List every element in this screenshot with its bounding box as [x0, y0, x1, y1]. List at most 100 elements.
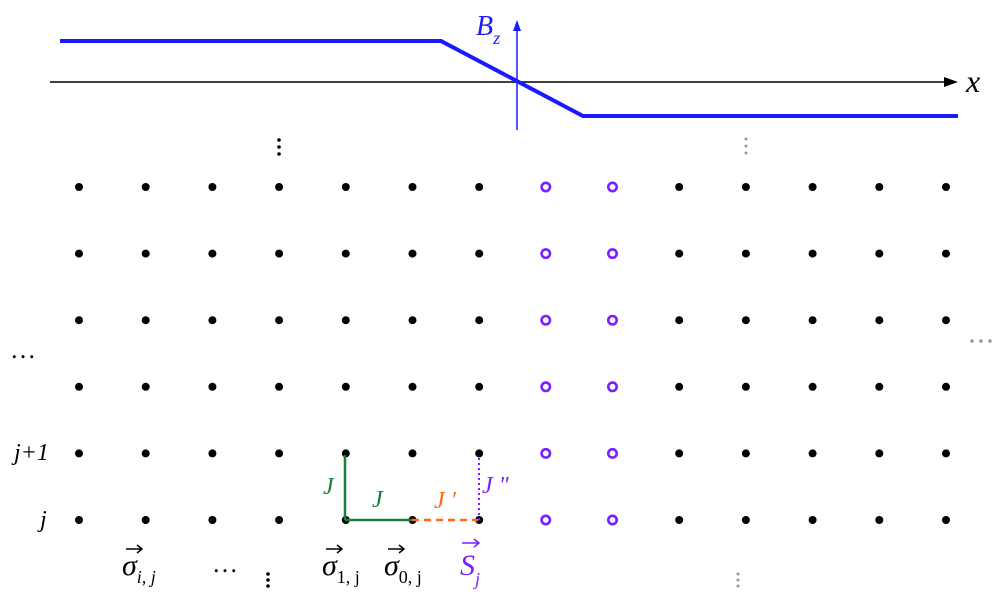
special-site: [540, 181, 552, 193]
vertical-ellipsis-top-left-dot: [277, 145, 281, 149]
lattice-site: [275, 249, 284, 258]
sigma-0-j-sub: 0, j: [399, 567, 422, 587]
lattice-site: [675, 183, 684, 191]
lattice-site: [208, 183, 217, 191]
lattice-site: [141, 183, 150, 191]
vertical-ellipsis-top-right-dot: [744, 151, 748, 155]
sigma-i-j-vector-arrow: [126, 544, 144, 554]
lattice-site: [875, 449, 884, 458]
lattice-site: [141, 516, 150, 524]
lattice-site: [141, 449, 150, 458]
label-J-prime: J ': [434, 488, 457, 514]
lattice-site: [875, 249, 884, 258]
lattice-site: [741, 249, 750, 258]
bz-profile-line: [60, 39, 958, 118]
S-j-sub: j: [473, 569, 480, 589]
vertical-ellipsis-bottom-right-dot: [736, 578, 740, 582]
vertical-ellipsis-bottom-left-dot: [266, 578, 270, 582]
lattice-site: [141, 316, 150, 325]
lattice-site: [808, 183, 817, 191]
lattice-site: [942, 382, 950, 391]
lattice-site: [275, 183, 284, 191]
sigma-1-j-label: σ1, j: [322, 549, 360, 587]
ellipsis-right-dot: [970, 339, 974, 343]
lattice-site: [475, 249, 484, 258]
lattice-site: [275, 516, 284, 524]
special-site: [606, 181, 618, 193]
lattice-site: [875, 183, 884, 191]
lattice-site: [741, 516, 750, 524]
x-axis-arrowhead: [944, 77, 958, 87]
special-site: [540, 447, 552, 459]
lattice-site: [808, 449, 817, 458]
lattice-site: [408, 382, 417, 391]
ellipses: … …: [10, 137, 992, 588]
lattice-site: [875, 516, 884, 524]
special-site: [540, 314, 552, 326]
lattice-site: [275, 382, 284, 391]
vertical-ellipsis-top-left-dot: [277, 152, 281, 156]
lattice-sites: [75, 181, 950, 526]
special-site: [606, 514, 618, 526]
special-site: [606, 314, 618, 326]
lattice-site: [208, 316, 217, 325]
lattice-site: [75, 516, 83, 524]
lattice-site: [675, 316, 684, 325]
lattice-site: [808, 516, 817, 524]
lattice-site: [208, 382, 217, 391]
label-J-horizontal: J: [372, 487, 384, 513]
lattice-site: [741, 382, 750, 391]
lattice-site: [75, 183, 83, 191]
special-site: [540, 248, 552, 260]
lattice-site: [875, 316, 884, 325]
vertical-ellipsis-bottom-right-dot: [736, 584, 740, 588]
special-site: [606, 248, 618, 260]
lattice-site: [275, 316, 284, 325]
S-j-vector-arrow: [462, 538, 481, 548]
S-j-label: Sj: [460, 549, 480, 589]
sigma-0-j-label: σ0, j: [384, 549, 422, 587]
lattice-site: [942, 249, 950, 258]
lattice-site: [942, 449, 950, 458]
S-j-main: S: [460, 549, 475, 582]
lattice-site: [675, 382, 684, 391]
vertical-ellipsis-bottom-left-dot: [266, 572, 270, 576]
lattice-site: [942, 316, 950, 325]
row-label-j: j: [37, 507, 47, 533]
lattice-site: [942, 183, 950, 191]
lattice-site: [341, 316, 350, 325]
lattice-site: [408, 449, 417, 458]
bz-label: Bz: [476, 11, 500, 48]
row-label-j-plus-1: j+1: [11, 440, 49, 466]
lattice-site: [341, 183, 350, 191]
vertical-ellipsis-bottom-right-dot: [736, 572, 740, 576]
lattice-site: [808, 249, 817, 258]
lattice-site: [875, 382, 884, 391]
sigma-1-j-main: σ: [322, 549, 338, 582]
lattice-site: [341, 382, 350, 391]
lattice-site: [741, 183, 750, 191]
bz-label-sub: z: [492, 28, 500, 48]
lattice-site: [75, 316, 83, 325]
special-site: [606, 381, 618, 393]
special-site: [540, 381, 552, 393]
lattice-site: [275, 449, 284, 458]
sigma-0-j-vector-arrow: [388, 544, 406, 554]
ellipsis-right-dot: [988, 339, 992, 343]
lattice-site: [808, 382, 817, 391]
vertical-ellipsis-top-right-dot: [744, 144, 748, 148]
vertical-ellipsis-top-left-dot: [277, 138, 281, 142]
label-J-double-prime: J ": [482, 473, 510, 499]
lattice-site: [408, 183, 417, 191]
sigma-i-j-main: σ: [122, 549, 138, 582]
lattice-site: [475, 316, 484, 325]
lattice-site: [208, 516, 217, 524]
sigma-i-j-label: σi, j: [122, 549, 156, 587]
lattice-site: [675, 449, 684, 458]
lattice-site: [341, 249, 350, 258]
lattice-site: [475, 449, 484, 458]
sigma-1-j-vector-arrow: [326, 544, 344, 554]
lattice-site: [675, 516, 684, 524]
